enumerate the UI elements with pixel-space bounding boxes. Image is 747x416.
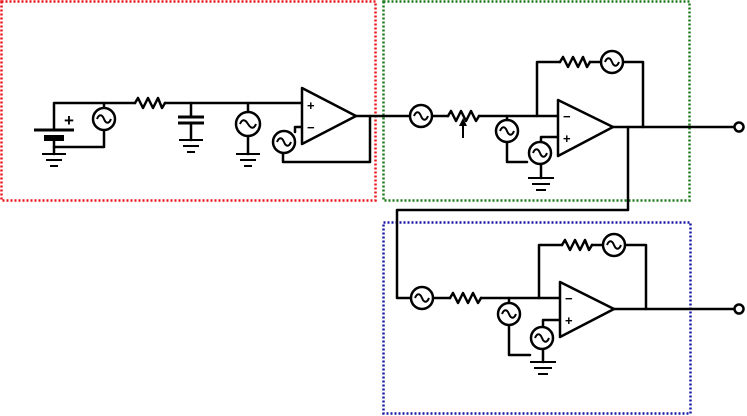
opamp-2: − + — [556, 98, 615, 158]
output-terminal-2 — [733, 303, 745, 315]
battery-symbol: + — [34, 111, 74, 141]
ground-symbol-battery — [42, 153, 66, 167]
block-1-border — [0, 0, 377, 202]
ground-symbol-capacitor — [179, 139, 203, 153]
ac-source-9 — [496, 301, 522, 327]
resistor-feedback-2 — [558, 55, 592, 69]
resistor-feedback-3 — [560, 238, 594, 252]
ac-source-8 — [409, 285, 435, 311]
ac-source-6 — [527, 140, 553, 166]
opamp-3: − + — [558, 280, 616, 339]
potentiometer — [446, 109, 481, 138]
ground-symbol-block-3 — [530, 361, 556, 375]
ground-symbol-block-2 — [528, 177, 554, 191]
opamp-1: + − — [300, 86, 358, 146]
opamp-2-minus: − — [563, 109, 571, 124]
ac-source-5 — [494, 118, 520, 144]
opamp-1-plus: + — [307, 98, 315, 113]
block-3-border — [382, 221, 692, 415]
ac-source-2 — [234, 110, 262, 138]
ac-source-11 — [601, 232, 627, 258]
resistor-1 — [133, 96, 167, 110]
ac-source-7 — [599, 49, 625, 75]
opamp-1-minus: − — [307, 120, 315, 135]
block-3-wires — [431, 243, 736, 364]
ac-source-1 — [91, 106, 117, 132]
ac-source-10 — [529, 325, 555, 351]
opamp-3-minus: − — [565, 291, 573, 306]
resistor-input-3 — [448, 291, 483, 305]
battery-plus-label: + — [64, 111, 74, 130]
ac-source-3 — [271, 129, 297, 155]
ac-source-4 — [408, 103, 434, 129]
output-terminal-1 — [733, 121, 745, 133]
block-2-border — [382, 0, 691, 202]
opamp-3-plus: + — [565, 313, 573, 328]
ground-symbol-source-2 — [236, 153, 260, 167]
capacitor-symbol — [178, 115, 204, 125]
block-1-wires — [52, 101, 412, 164]
opamp-2-plus: + — [563, 131, 571, 146]
block-2-wires — [395, 60, 736, 300]
